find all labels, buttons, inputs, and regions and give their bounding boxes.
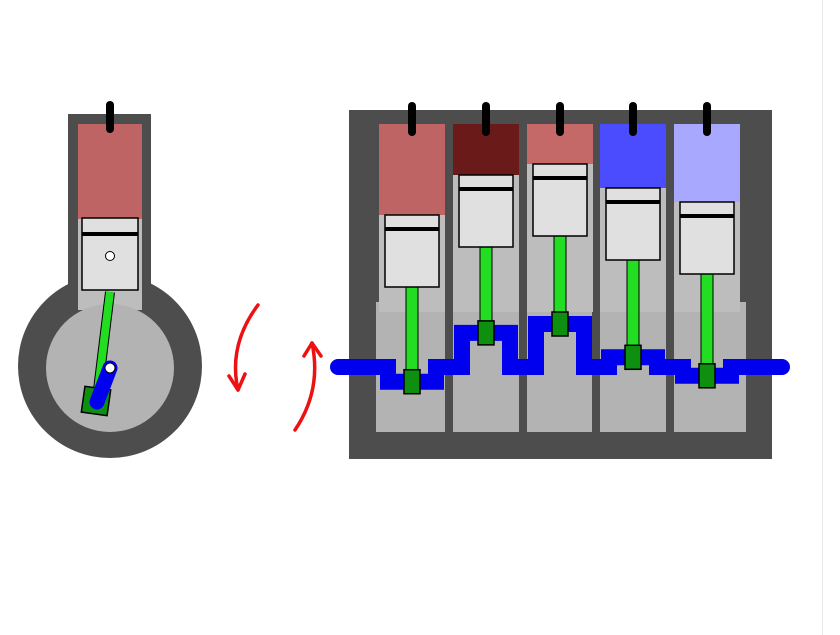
single-cylinder-side-view (18, 101, 202, 458)
spark-plug-icon (482, 102, 490, 136)
cylinder-3 (527, 102, 593, 329)
piston (605, 187, 661, 261)
wrist-pin (105, 251, 115, 261)
spark-plug-icon (408, 102, 416, 136)
crank-center (104, 362, 116, 374)
crank-journal (698, 363, 716, 389)
crank-journal (403, 368, 421, 395)
spark-plug-icon (703, 102, 711, 136)
rotation-arrowhead-down (227, 372, 247, 392)
crank-journal (624, 344, 642, 371)
spark-plug-icon (106, 101, 114, 133)
piston-ring (606, 200, 660, 204)
piston (532, 163, 588, 237)
rotation-arrowhead-up (302, 341, 323, 358)
page-edge (822, 0, 823, 635)
inline-five-engine (330, 102, 790, 459)
spark-plug-icon (556, 102, 564, 136)
piston-ring (680, 214, 734, 218)
piston-ring (533, 176, 587, 180)
cylinder-2 (453, 102, 519, 338)
piston (384, 214, 440, 288)
crankshaft (330, 311, 790, 395)
cylinder-group (379, 102, 740, 387)
piston-ring (459, 187, 513, 191)
piston (458, 174, 514, 248)
spark-plug-icon (629, 102, 637, 136)
rotation-arrow-down (233, 303, 260, 392)
crank-journal (477, 320, 495, 346)
combustion-chamber (78, 124, 142, 219)
crank-journal (551, 311, 569, 337)
cylinder-1 (379, 102, 445, 387)
combustion-chamber (379, 124, 445, 215)
piston-ring (82, 232, 138, 236)
rotation-arrow-up (293, 341, 317, 432)
cylinder-4 (600, 102, 666, 362)
combustion-chamber (674, 124, 740, 202)
cylinder-5 (674, 102, 740, 381)
piston (679, 201, 735, 275)
crank-arm (89, 360, 118, 410)
rotation-arrows-icon (227, 303, 323, 432)
piston-ring (385, 227, 439, 231)
